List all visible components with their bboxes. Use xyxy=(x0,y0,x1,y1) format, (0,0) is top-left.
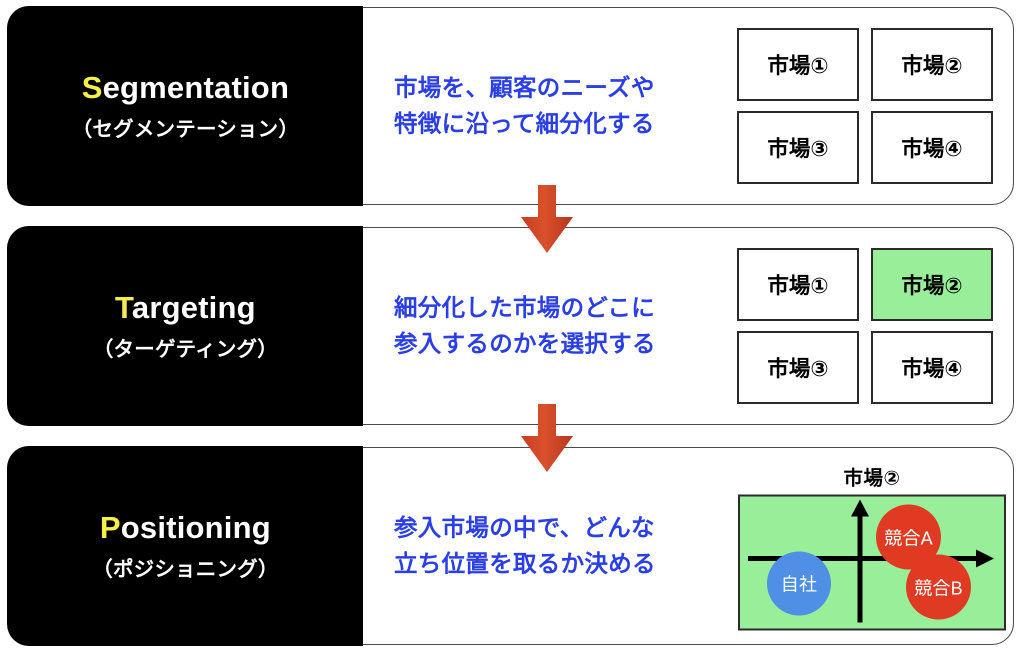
market-grid-segmentation: 市場① 市場② 市場③ 市場④ xyxy=(737,28,993,184)
arrow-down-icon xyxy=(521,404,573,472)
description-line: 特徴に沿って細分化する xyxy=(394,110,655,136)
stp-row-positioning: Positioning （ポジショニング） 参入市場の中で、どんな 立ち位置を取… xyxy=(7,446,1014,646)
stage-initial-letter: S xyxy=(81,70,103,106)
market-box-3[interactable]: 市場③ xyxy=(737,331,859,404)
bubble-own-company[interactable]: 自社 xyxy=(767,551,831,616)
market-box-2-selected[interactable]: 市場② xyxy=(871,248,993,321)
stage-subtitle-segmentation: （セグメンテーション） xyxy=(71,117,300,141)
stage-title-rest: egmentation xyxy=(102,70,290,106)
stage-initial-letter: P xyxy=(99,510,121,546)
arrow-down-icon xyxy=(521,185,573,253)
market-box-4[interactable]: 市場④ xyxy=(871,111,993,184)
arrow-targeting-to-positioning xyxy=(521,404,573,472)
market-box-1[interactable]: 市場① xyxy=(737,28,859,101)
stage-title-segmentation: Segmentation xyxy=(82,70,289,107)
stage-title-rest: ositioning xyxy=(120,510,271,546)
stage-panel-positioning: Positioning （ポジショニング） xyxy=(7,446,364,646)
description-line: 市場を、顧客のニーズや xyxy=(394,74,655,101)
stage-title-targeting: Targeting xyxy=(115,290,256,327)
stage-subtitle-positioning: （ポジショニング） xyxy=(92,557,279,581)
description-line: 参入するのかを選択する xyxy=(394,330,656,356)
market-box-3[interactable]: 市場③ xyxy=(737,111,859,184)
stage-description-segmentation: 市場を、顧客のニーズや 特徴に沿って細分化する xyxy=(394,70,719,141)
stage-panel-targeting: Targeting （ターゲティング） xyxy=(7,226,364,426)
market-grid-targeting: 市場① 市場② 市場③ 市場④ xyxy=(737,248,993,404)
positioning-map-container: 市場② 自社 競合A 競合B xyxy=(738,462,1006,631)
stage-description-positioning: 参入市場の中で、どんな 立ち位置を取るか決める xyxy=(394,510,719,581)
arrow-segmentation-to-targeting xyxy=(521,185,573,253)
description-line: 参入市場の中で、どんな xyxy=(394,514,655,541)
market-box-2[interactable]: 市場② xyxy=(871,28,993,101)
stage-initial-letter: T xyxy=(115,290,132,326)
description-line: 立ち位置を取るか決める xyxy=(394,550,656,576)
stage-title-positioning: Positioning xyxy=(100,510,271,547)
market-box-1[interactable]: 市場① xyxy=(737,248,859,321)
description-line: 細分化した市場のどこに xyxy=(394,294,656,321)
stage-description-targeting: 細分化した市場のどこに 参入するのかを選択する xyxy=(394,290,719,361)
stage-title-rest: argeting xyxy=(131,290,256,326)
stage-panel-segmentation: Segmentation （セグメンテーション） xyxy=(7,6,364,206)
stp-row-targeting: Targeting （ターゲティング） 細分化した市場のどこに 参入するのかを選… xyxy=(7,226,1014,426)
market-box-4[interactable]: 市場④ xyxy=(871,331,993,404)
stage-subtitle-targeting: （ターゲティング） xyxy=(92,337,278,361)
bubble-competitor-a[interactable]: 競合A xyxy=(876,504,941,570)
positioning-map: 自社 競合A 競合B xyxy=(738,494,1006,631)
positioning-map-title: 市場② xyxy=(843,467,901,490)
bubble-competitor-b[interactable]: 競合B xyxy=(906,554,971,620)
stp-row-segmentation: Segmentation （セグメンテーション） 市場を、顧客のニーズや 特徴に… xyxy=(7,6,1014,206)
